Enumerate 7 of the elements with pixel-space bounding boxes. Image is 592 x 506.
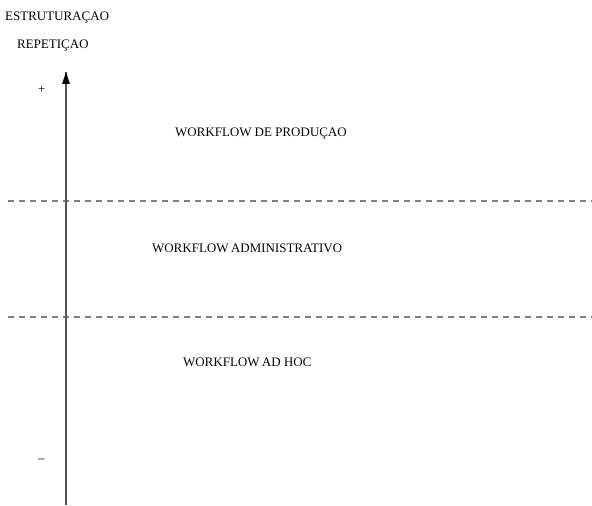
axis-title: ESTRUTURAÇAO (5, 8, 110, 24)
axis-end-label: + (38, 81, 46, 97)
band-label: WORKFLOW ADMINISTRATIVO (152, 240, 342, 256)
axis-title: REPETIÇAO (17, 36, 88, 52)
band-label: WORKFLOW AD HOC (183, 354, 312, 370)
axis-end-label: – (38, 450, 44, 466)
band-label: WORKFLOW DE PRODUÇAO (175, 124, 347, 140)
